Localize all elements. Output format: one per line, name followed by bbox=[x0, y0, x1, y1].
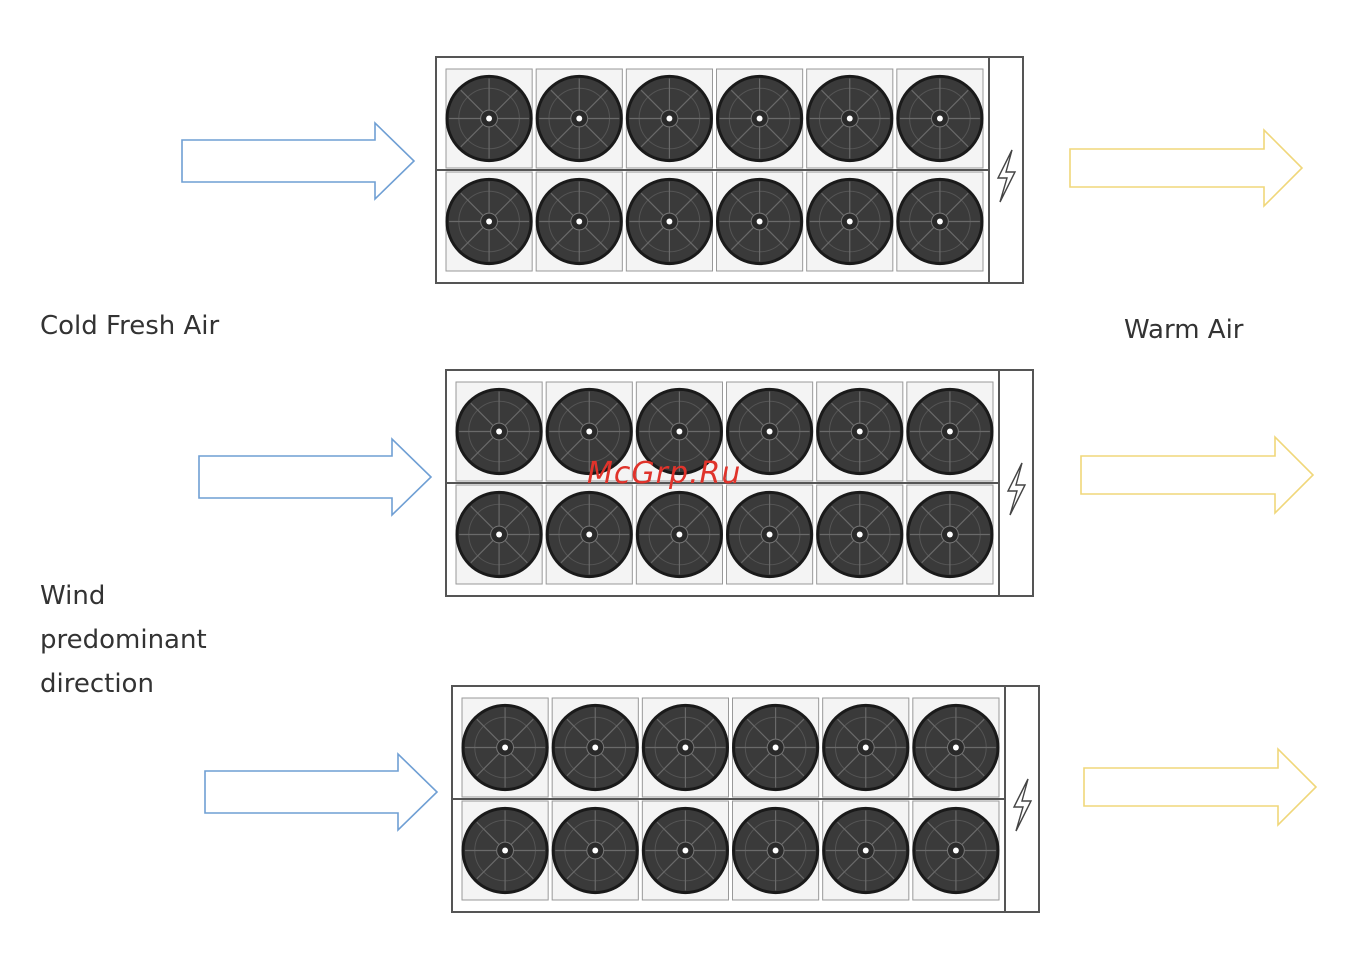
dry-cooler-unit bbox=[436, 57, 1023, 283]
fan bbox=[733, 698, 819, 797]
fan bbox=[536, 69, 622, 168]
fan bbox=[546, 485, 632, 584]
fan bbox=[823, 801, 909, 900]
fan bbox=[807, 69, 893, 168]
fan bbox=[817, 382, 903, 481]
fan bbox=[717, 69, 803, 168]
fan bbox=[897, 69, 983, 168]
fan bbox=[907, 485, 993, 584]
watermark: McGrp.Ru bbox=[587, 456, 741, 491]
fan bbox=[552, 801, 638, 900]
fan bbox=[536, 172, 622, 271]
fan bbox=[733, 801, 819, 900]
fan bbox=[642, 698, 728, 797]
fan bbox=[552, 698, 638, 797]
fan bbox=[456, 485, 542, 584]
fan bbox=[626, 69, 712, 168]
fan bbox=[462, 698, 548, 797]
fan bbox=[626, 172, 712, 271]
cold-air-arrow bbox=[205, 754, 437, 830]
fan bbox=[636, 485, 722, 584]
fan bbox=[446, 172, 532, 271]
fan bbox=[462, 801, 548, 900]
fan bbox=[823, 698, 909, 797]
fan bbox=[817, 485, 903, 584]
cold-air-arrow bbox=[199, 439, 431, 515]
warm-air-arrow bbox=[1070, 130, 1302, 206]
warm-air-arrow bbox=[1081, 437, 1313, 513]
warm-air-arrow bbox=[1084, 749, 1316, 825]
fan bbox=[446, 69, 532, 168]
fan bbox=[913, 698, 999, 797]
fan bbox=[727, 485, 813, 584]
fan bbox=[907, 382, 993, 481]
cold-air-arrow bbox=[182, 123, 414, 199]
fan bbox=[807, 172, 893, 271]
fan bbox=[913, 801, 999, 900]
fan bbox=[456, 382, 542, 481]
fan bbox=[717, 172, 803, 271]
dry-cooler-unit bbox=[452, 686, 1039, 912]
fan bbox=[642, 801, 728, 900]
fan bbox=[897, 172, 983, 271]
